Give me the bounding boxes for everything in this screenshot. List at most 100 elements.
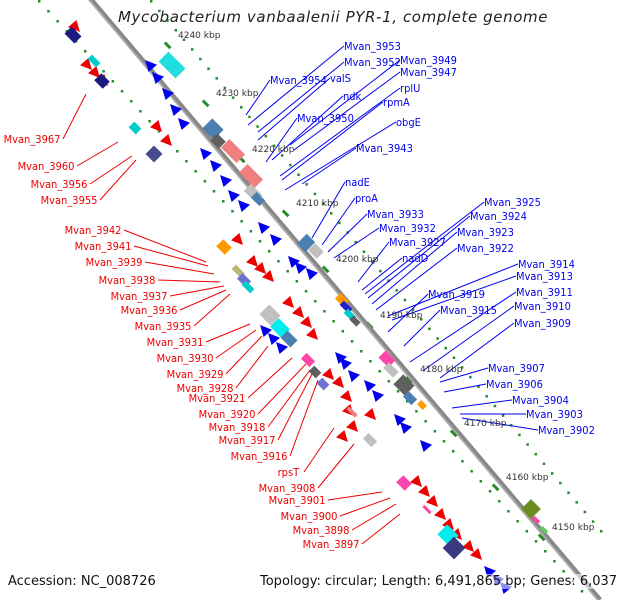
tick-dot: [591, 520, 595, 523]
tick-dot: [433, 430, 437, 433]
tick-dot: [583, 510, 587, 514]
gene-box: [145, 145, 163, 163]
tick-dot: [120, 90, 124, 93]
reverse-label-leader: [215, 329, 257, 359]
forward-label-leader: [357, 241, 390, 283]
tick-dot: [240, 220, 243, 223]
reverse-gene-label: Mvan_3939: [86, 256, 143, 269]
reverse-gene-arrow: [150, 120, 162, 132]
tick-dot: [420, 318, 423, 321]
forward-gene-label: Mvan_3906: [486, 378, 543, 391]
forward-gene-arrow: [270, 234, 282, 246]
forward-label-leader: [279, 87, 401, 177]
forward-gene-label: Mvan_3911: [516, 286, 573, 299]
gene-box: [296, 233, 316, 253]
forward-gene-arrow: [364, 380, 376, 392]
forward-gene-arrow: [420, 440, 432, 452]
reverse-label-leader: [361, 513, 401, 545]
forward-gene-label: Mvan_3943: [356, 142, 413, 155]
reverse-gene-arrow: [410, 475, 422, 487]
reverse-gene-label: Mvan_3955: [41, 194, 98, 207]
reverse-label-leader: [179, 289, 227, 311]
gene-box: [241, 280, 255, 294]
tick-dot: [518, 433, 521, 437]
tick-dot: [199, 57, 202, 61]
reverse-gene-arrow: [254, 262, 266, 274]
forward-gene-label: Mvan_3922: [457, 242, 514, 255]
forward-label-leader: [301, 147, 357, 185]
major-tick: [449, 429, 458, 438]
forward-label-leader: [451, 399, 513, 409]
tick-dot: [444, 346, 448, 350]
tick-dot: [553, 560, 556, 563]
reverse-gene-arrow: [442, 518, 454, 530]
forward-label-leader: [439, 322, 515, 379]
forward-gene-arrow: [295, 262, 307, 274]
gene-box: [210, 133, 226, 149]
reverse-gene-arrow: [68, 20, 80, 32]
reverse-gene-label: Mvan_3920: [199, 408, 256, 421]
tick-dot: [304, 290, 308, 293]
forward-gene-label: Mvan_3950: [297, 112, 354, 125]
reverse-gene-label: Mvan_3942: [65, 224, 122, 237]
reverse-gene-arrow: [306, 328, 318, 340]
gene-box: [378, 350, 396, 368]
tick-dot: [130, 100, 133, 103]
tick-label: 4240 kbp: [178, 31, 221, 41]
tick-dot: [362, 250, 366, 254]
tick-dot: [424, 420, 427, 423]
forward-gene-label: Mvan_3949: [400, 54, 457, 67]
tick-dot: [460, 366, 464, 369]
reverse-gene-label: Mvan_3897: [303, 538, 360, 551]
forward-gene-arrow: [288, 256, 300, 268]
tick-dot: [341, 330, 345, 333]
tick-dot: [338, 221, 341, 225]
gene-box: [402, 390, 418, 406]
tick-dot: [231, 210, 234, 213]
reverse-gene-arrow: [88, 66, 100, 78]
tick-dot: [526, 443, 529, 446]
tick-dot: [396, 390, 400, 393]
tick-dot: [411, 308, 415, 311]
forward-gene-label: Mvan_3924: [470, 210, 527, 223]
tick-dot: [240, 106, 243, 109]
tick-dot: [314, 300, 317, 303]
forward-gene-label: Mvan_3919: [428, 288, 485, 301]
reverse-gene-label: Mvan_3967: [4, 133, 61, 146]
tick-label: 4190 kbp: [380, 311, 423, 321]
tick-dot: [452, 356, 456, 360]
reverse-label-leader: [76, 141, 119, 167]
tick-label: 4230 kbp: [216, 89, 259, 99]
tick-dot: [47, 10, 50, 13]
tick-dot: [323, 310, 326, 313]
tick-dot: [212, 190, 216, 193]
forward-gene-arrow: [268, 333, 280, 345]
tick-dot: [203, 180, 207, 183]
tick-dot: [534, 452, 538, 456]
reverse-label-leader: [169, 285, 225, 297]
tick-dot: [369, 360, 372, 363]
tick-dot: [406, 400, 409, 403]
tick-dot: [231, 96, 235, 99]
forward-gene-arrow: [210, 160, 222, 172]
forward-gene-arrow: [145, 60, 157, 72]
reverse-gene-label: Mvan_3941: [75, 240, 132, 253]
forward-gene-arrow: [394, 414, 406, 426]
tick-dot: [139, 110, 142, 113]
reverse-gene-arrow: [336, 430, 348, 442]
forward-gene-arrow: [276, 342, 288, 354]
reverse-gene-arrow: [426, 495, 438, 507]
tick-dot: [559, 481, 562, 485]
reverse-label-leader: [225, 335, 263, 375]
reverse-gene-label: Mvan_3938: [99, 274, 156, 287]
reverse-gene-label: rpsT: [278, 466, 301, 479]
tick-dot: [600, 530, 603, 533]
forward-gene-arrow: [258, 222, 270, 234]
reverse-gene-arrow: [80, 58, 92, 70]
tick-dot: [395, 289, 398, 292]
gene-box: [280, 330, 298, 348]
reverse-gene-arrow: [160, 134, 172, 146]
tick-dot: [174, 28, 178, 32]
tick-dot: [370, 260, 374, 263]
tick-dot: [102, 70, 105, 73]
